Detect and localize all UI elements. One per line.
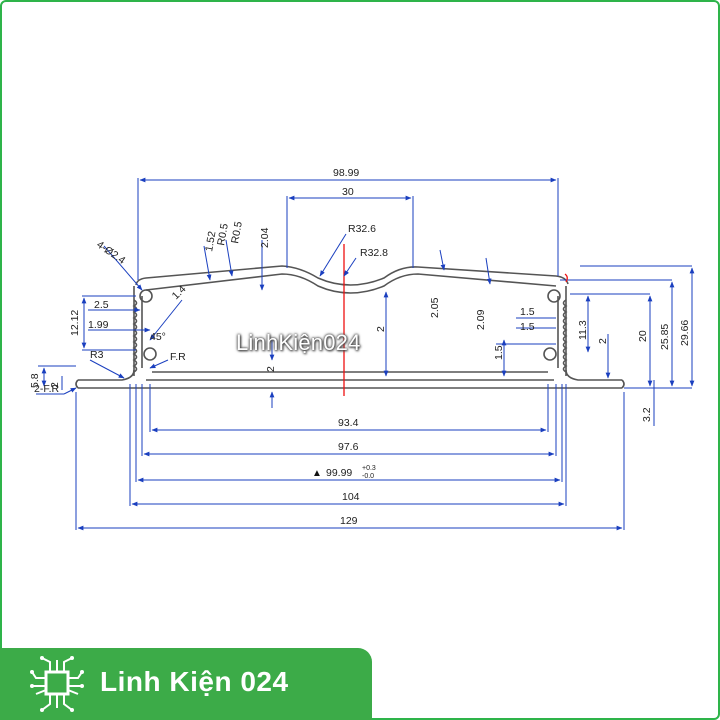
- dim-2-09: 2.09: [475, 309, 487, 330]
- dim-97-6: 97.6: [338, 441, 359, 453]
- red-radius-mark: [564, 273, 568, 283]
- dim-2-center-b: 2: [375, 326, 387, 332]
- dim-93-4: 93.4: [338, 417, 359, 429]
- dim-r32-6: R32.6: [348, 223, 376, 235]
- dim-r0-5-b: R0.5: [229, 220, 245, 244]
- dim-r3: R3: [90, 349, 104, 361]
- dim-1-5-c: 1.5: [493, 345, 505, 360]
- brand-name: Linh Kiện 024: [100, 666, 289, 697]
- dim-r0-5-a: R0.5: [215, 222, 231, 246]
- chip-icon: [30, 656, 84, 712]
- dim-2-left: 2: [49, 382, 61, 388]
- dim-12-12: 12.12: [69, 310, 81, 336]
- dim-holes: 4-Ø2.4: [94, 239, 127, 267]
- dim-r32-8: R32.8: [360, 247, 388, 259]
- dim-2-05: 2.05: [429, 297, 441, 318]
- watermark-text: LinhKiện024: [236, 330, 361, 355]
- dim-2-center: 2: [265, 366, 277, 372]
- dim-1-99: 1.99: [88, 319, 109, 331]
- dim-tol-plus: +0.3: [362, 465, 376, 472]
- dim-25-85: 25.85: [659, 324, 671, 350]
- profile-outline: [75, 265, 625, 389]
- dim-fr: F.R: [170, 351, 186, 363]
- dim-tol-minus: -0.0: [362, 473, 374, 480]
- dim-11-3: 11.3: [577, 320, 589, 340]
- dim-5-8: 5.8: [29, 373, 41, 388]
- dim-99-99: 99.99: [326, 467, 352, 479]
- dim-2-fr: 2-F.R: [34, 383, 60, 395]
- triangle-icon: ▲: [312, 468, 322, 479]
- dim-2-right: 2: [597, 338, 609, 344]
- dim-129: 129: [340, 515, 358, 527]
- dim-30: 30: [342, 186, 354, 198]
- dim-1-5-a: 1.5: [520, 306, 535, 318]
- dim-angle: 45°: [150, 331, 166, 343]
- dimension-lines: [36, 177, 695, 531]
- dim-3-2: 3.2: [641, 407, 653, 422]
- dim-1-52: 1.52: [203, 230, 218, 252]
- dim-1-5-b: 1.5: [520, 321, 535, 333]
- dim-104: 104: [342, 491, 360, 503]
- dim-2-5: 2.5: [94, 299, 109, 311]
- dim-29-66: 29.66: [679, 320, 691, 346]
- dim-2-04: 2.04: [259, 227, 271, 248]
- dim-98-99: 98.99: [333, 167, 359, 179]
- brand-banner: Linh Kiện 024: [0, 648, 372, 720]
- dim-20: 20: [637, 330, 649, 342]
